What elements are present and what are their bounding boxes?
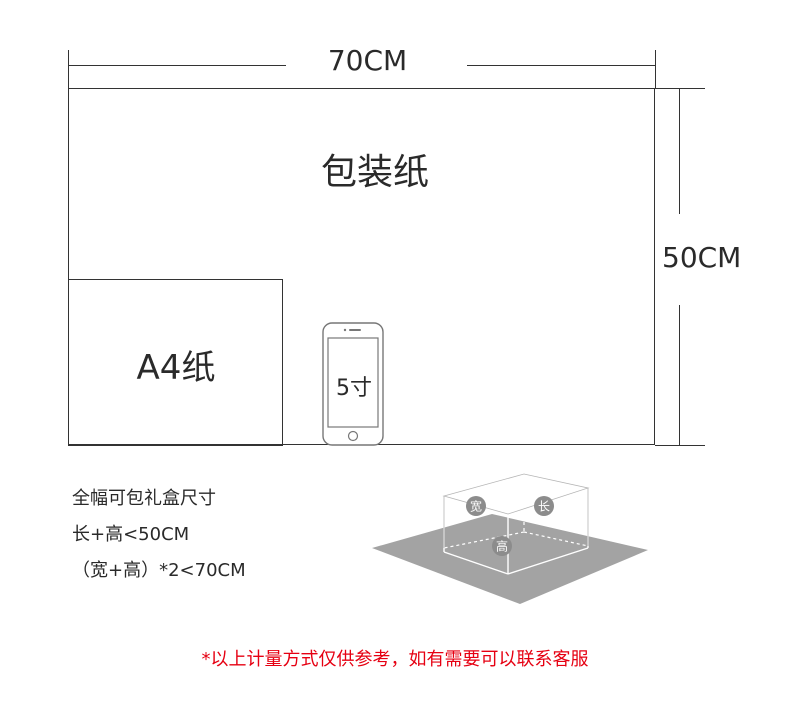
box-width-label: 宽 [470, 499, 482, 514]
height-dimension-line-bottom [679, 305, 680, 445]
width-dimension-line-left [68, 65, 286, 66]
phone-size-label: 5寸 [336, 376, 372, 401]
a4-sheet [68, 279, 283, 446]
box-height-label: 高 [496, 539, 508, 554]
wrapping-paper-label: 包装纸 [320, 152, 429, 193]
height-dimension-label: 50CM [662, 241, 742, 274]
width-dimension-tick-left [68, 50, 69, 88]
note-title: 全幅可包礼盒尺寸 [72, 488, 216, 509]
disclaimer-footnote: *以上计量方式仅供参考，如有需要可以联系客服 [201, 649, 589, 670]
width-dimension-line-right [467, 65, 655, 66]
phone-icon [322, 322, 384, 446]
height-dimension-line-top [679, 88, 680, 214]
note-width-height: （宽+高）*2<70CM [72, 560, 246, 581]
height-dimension-tick-bottom [655, 445, 705, 446]
a4-label: A4纸 [136, 348, 216, 388]
box-length-label: 长 [538, 500, 550, 514]
width-dimension-tick-right [655, 50, 656, 88]
height-dimension-tick-top [655, 88, 705, 89]
box-icon: 宽 长 高 [372, 473, 648, 604]
note-length-height: 长+高<50CM [72, 524, 190, 545]
width-dimension-label: 70CM [327, 44, 408, 77]
